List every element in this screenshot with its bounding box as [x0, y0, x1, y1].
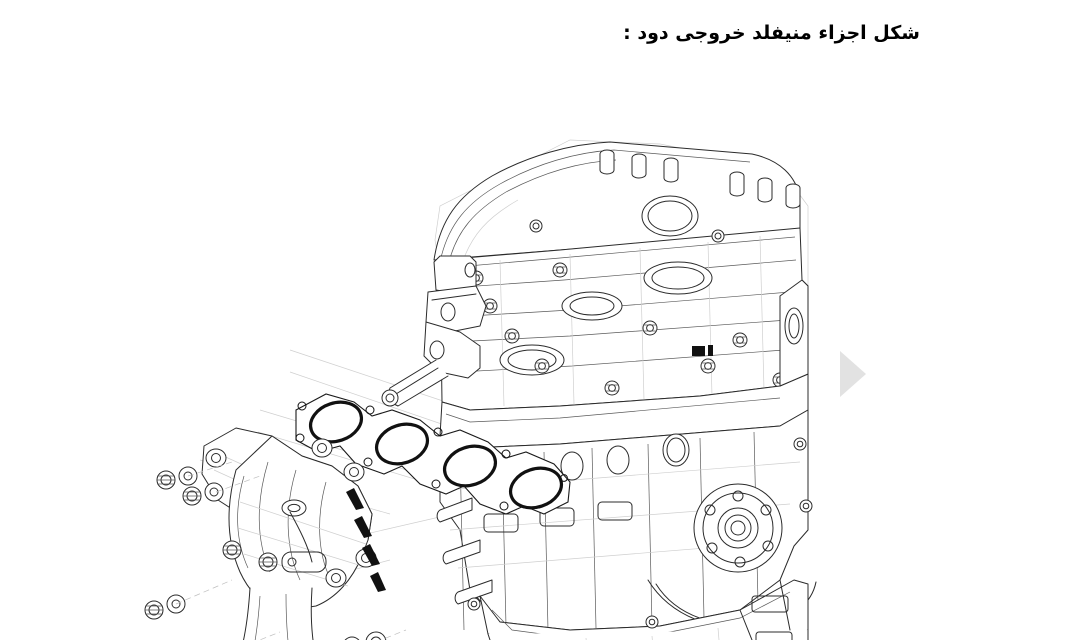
block-tubes — [436, 497, 493, 605]
page-title: شکل اجزاء منیفلد خروجی دود : — [623, 21, 920, 44]
nut-washer-set — [222, 540, 242, 560]
cover-bosses — [599, 149, 801, 209]
figure-heading-row: شکل اجزاء منیفلد خروجی دود : — [0, 0, 1080, 66]
engine-line-drawing: .ol{fill:#fff;stroke:#2b2b2b;stroke-widt… — [144, 139, 817, 640]
heat-shield-strip — [346, 488, 386, 592]
engine-block-assembly — [381, 139, 817, 640]
nut-washer-set — [182, 482, 224, 506]
nut-washer-set — [258, 552, 278, 572]
next-page-arrow[interactable] — [840, 351, 866, 397]
manifold-fasteners — [144, 461, 407, 640]
triangle-right-icon[interactable] — [840, 351, 866, 397]
engine-exploded-figure: .ol{fill:#fff;stroke:#2b2b2b;stroke-widt… — [140, 110, 840, 640]
manifold-gasket — [295, 393, 571, 515]
nut-washer-set — [156, 466, 198, 490]
nut-washer-set — [344, 631, 387, 640]
crank-pulley — [693, 483, 783, 573]
nut-washer-set — [144, 594, 186, 620]
